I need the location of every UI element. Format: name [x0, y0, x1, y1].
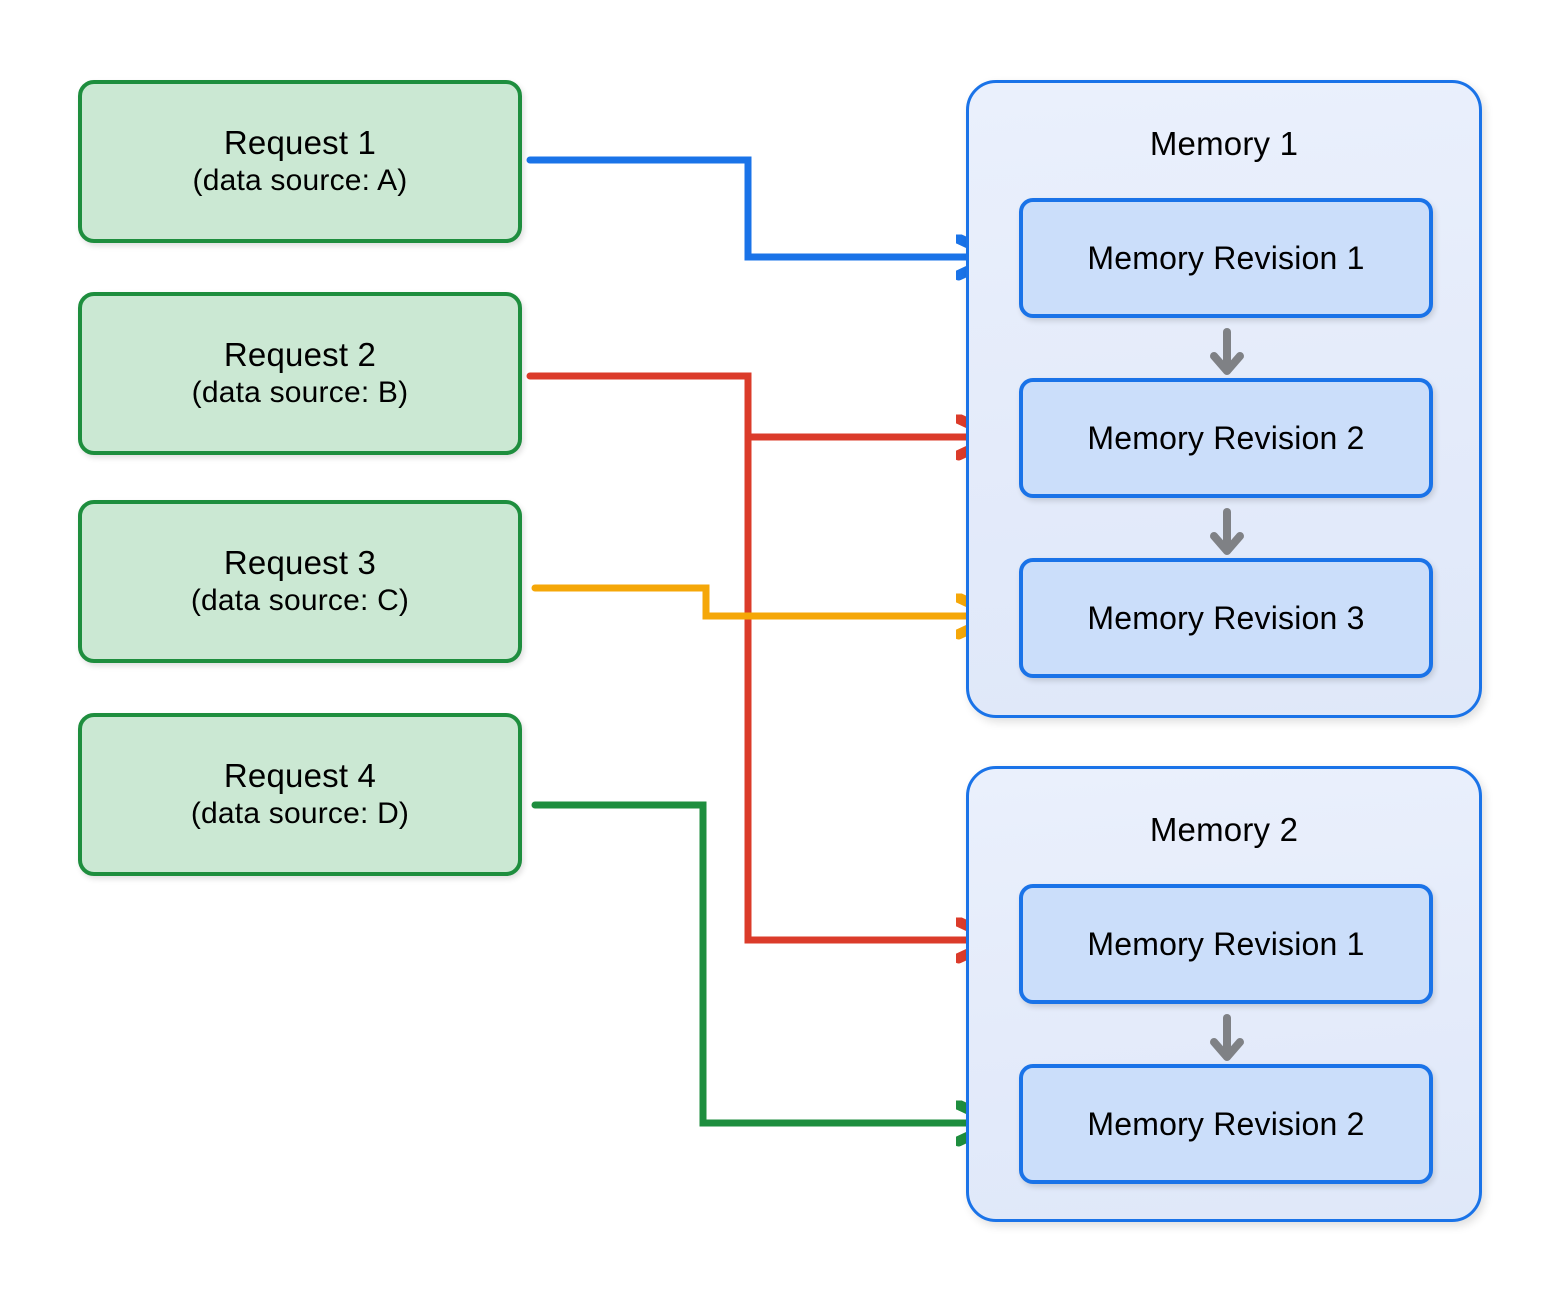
- request-1-title: Request 1: [223, 124, 377, 162]
- memory-container-1[interactable]: Memory 1 Memory Revision 1 Memory Revisi…: [966, 80, 1482, 718]
- request-4-subtitle: (data source: D): [190, 797, 410, 831]
- request-3-subtitle: (data source: C): [190, 584, 410, 618]
- request-4-title: Request 4: [223, 757, 377, 795]
- edge-request-2-trunk: [526, 372, 995, 940]
- down-arrow-icon-memory-2-rev1-rev2: [1210, 1014, 1244, 1061]
- memory-2-revision-1-label: Memory Revision 1: [1087, 925, 1365, 962]
- edge-request-1-to-memory-1-revision-1: [526, 156, 995, 257]
- down-arrow-icon-memory-1-rev1-rev2: [1210, 328, 1244, 375]
- memory-1-revision-box-2[interactable]: Memory Revision 2: [1019, 378, 1433, 498]
- memory-2-revision-box-1[interactable]: Memory Revision 1: [1019, 884, 1433, 1004]
- edge-request-4-to-memory-2-revision-2: [531, 801, 995, 1123]
- request-2-subtitle: (data source: B): [191, 376, 409, 410]
- memory-1-revision-box-1[interactable]: Memory Revision 1: [1019, 198, 1433, 318]
- memory-1-title: Memory 1: [1149, 125, 1299, 162]
- request-box-1[interactable]: Request 1 (data source: A): [78, 80, 522, 243]
- memory-1-revision-3-label: Memory Revision 3: [1087, 599, 1365, 636]
- request-box-4[interactable]: Request 4 (data source: D): [78, 713, 522, 876]
- edge-request-3-to-memory-1-revision-3: [531, 584, 995, 616]
- memory-container-2[interactable]: Memory 2 Memory Revision 1 Memory Revisi…: [966, 766, 1482, 1222]
- memory-2-revision-2-label: Memory Revision 2: [1087, 1105, 1365, 1142]
- memory-1-revision-box-3[interactable]: Memory Revision 3: [1019, 558, 1433, 678]
- memory-1-revision-1-label: Memory Revision 1: [1087, 239, 1365, 276]
- memory-2-revision-box-2[interactable]: Memory Revision 2: [1019, 1064, 1433, 1184]
- request-box-3[interactable]: Request 3 (data source: C): [78, 500, 522, 663]
- request-1-subtitle: (data source: A): [192, 164, 408, 198]
- request-box-2[interactable]: Request 2 (data source: B): [78, 292, 522, 455]
- memory-1-revision-2-label: Memory Revision 2: [1087, 419, 1365, 456]
- request-3-title: Request 3: [223, 544, 377, 582]
- memory-2-title: Memory 2: [1149, 811, 1299, 848]
- down-arrow-icon-memory-1-rev2-rev3: [1210, 508, 1244, 555]
- request-2-title: Request 2: [223, 336, 377, 374]
